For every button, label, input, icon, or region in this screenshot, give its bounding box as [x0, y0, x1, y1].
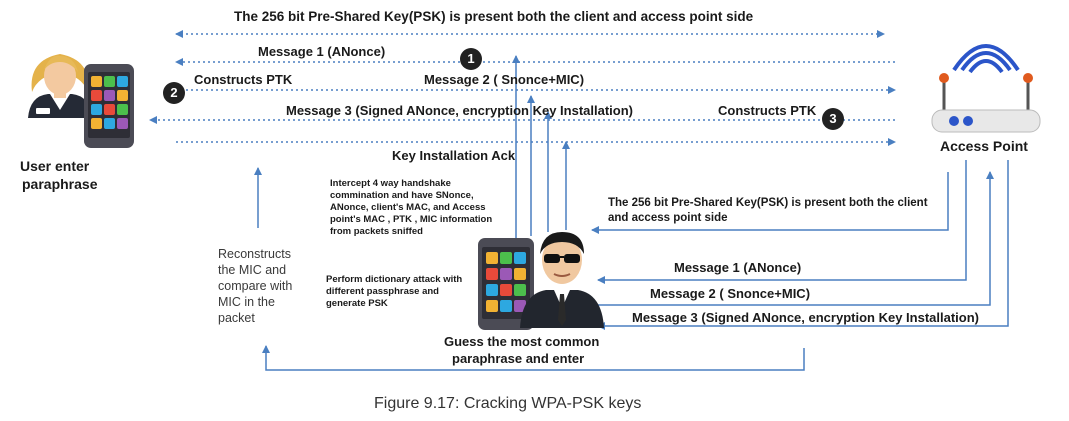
- access-point-label: Access Point: [940, 138, 1028, 154]
- client-label-line1: User enter: [20, 158, 90, 174]
- sniff-arrows: [512, 55, 570, 240]
- step3-badge: 3: [822, 108, 844, 130]
- message1-label: Message 1 (ANonce): [258, 44, 386, 59]
- bottom-message3-label: Message 3 (Signed ANonce, encryption Key…: [632, 310, 979, 325]
- step1-badge: 1: [460, 48, 482, 70]
- ap-message3-arrow: [597, 160, 1009, 330]
- user-avatar-icon: [28, 54, 92, 118]
- key-ack-label: Key Installation Ack: [392, 148, 516, 163]
- psk-bottom-line2: and access point side: [608, 212, 728, 224]
- bottom-arrows: [254, 160, 1009, 371]
- client-label-line2: paraphrase: [22, 176, 98, 192]
- constructs-ptk-ap-label: Constructs PTK: [718, 103, 817, 118]
- constructs-ptk-client-label: Constructs PTK: [194, 72, 293, 87]
- attacker-phone-icon: [478, 238, 534, 330]
- bottom-message1-label: Message 1 (ANonce): [674, 260, 802, 275]
- step2-badge: 2: [163, 82, 185, 104]
- hacker-avatar-icon: [520, 232, 604, 328]
- dictionary-note: Perform dictionary attack with different…: [326, 274, 463, 309]
- top-handshake-arrows: [149, 30, 896, 146]
- guess-line2: paraphrase and enter: [452, 351, 585, 366]
- reconstruct-note: Reconstructs the MIC and compare with MI…: [218, 247, 293, 325]
- router-icon: [931, 44, 1041, 133]
- message2-label: Message 2 ( Snonce+MIC): [424, 72, 585, 87]
- bottom-message2-label: Message 2 ( Snonce+MIC): [650, 286, 811, 301]
- message3-label: Message 3 (Signed ANonce, encryption Key…: [286, 103, 633, 118]
- psk-top-label: The 256 bit Pre-Shared Key(PSK) is prese…: [234, 9, 754, 24]
- psk-bottom-line1: The 256 bit Pre-Shared Key(PSK) is prese…: [608, 197, 928, 209]
- figure-caption: Figure 9.17: Cracking WPA-PSK keys: [374, 395, 642, 412]
- phone-icon: [84, 64, 134, 148]
- guess-line1: Guess the most common: [444, 334, 600, 349]
- ap-message2-arrow: [598, 171, 994, 306]
- intercept-note: Intercept 4 way handshake commination an…: [330, 178, 493, 237]
- reconstruct-loop-arrow: [262, 345, 805, 371]
- ap-message1-arrow: [597, 160, 967, 284]
- psk-bottom-arrow: [591, 172, 949, 234]
